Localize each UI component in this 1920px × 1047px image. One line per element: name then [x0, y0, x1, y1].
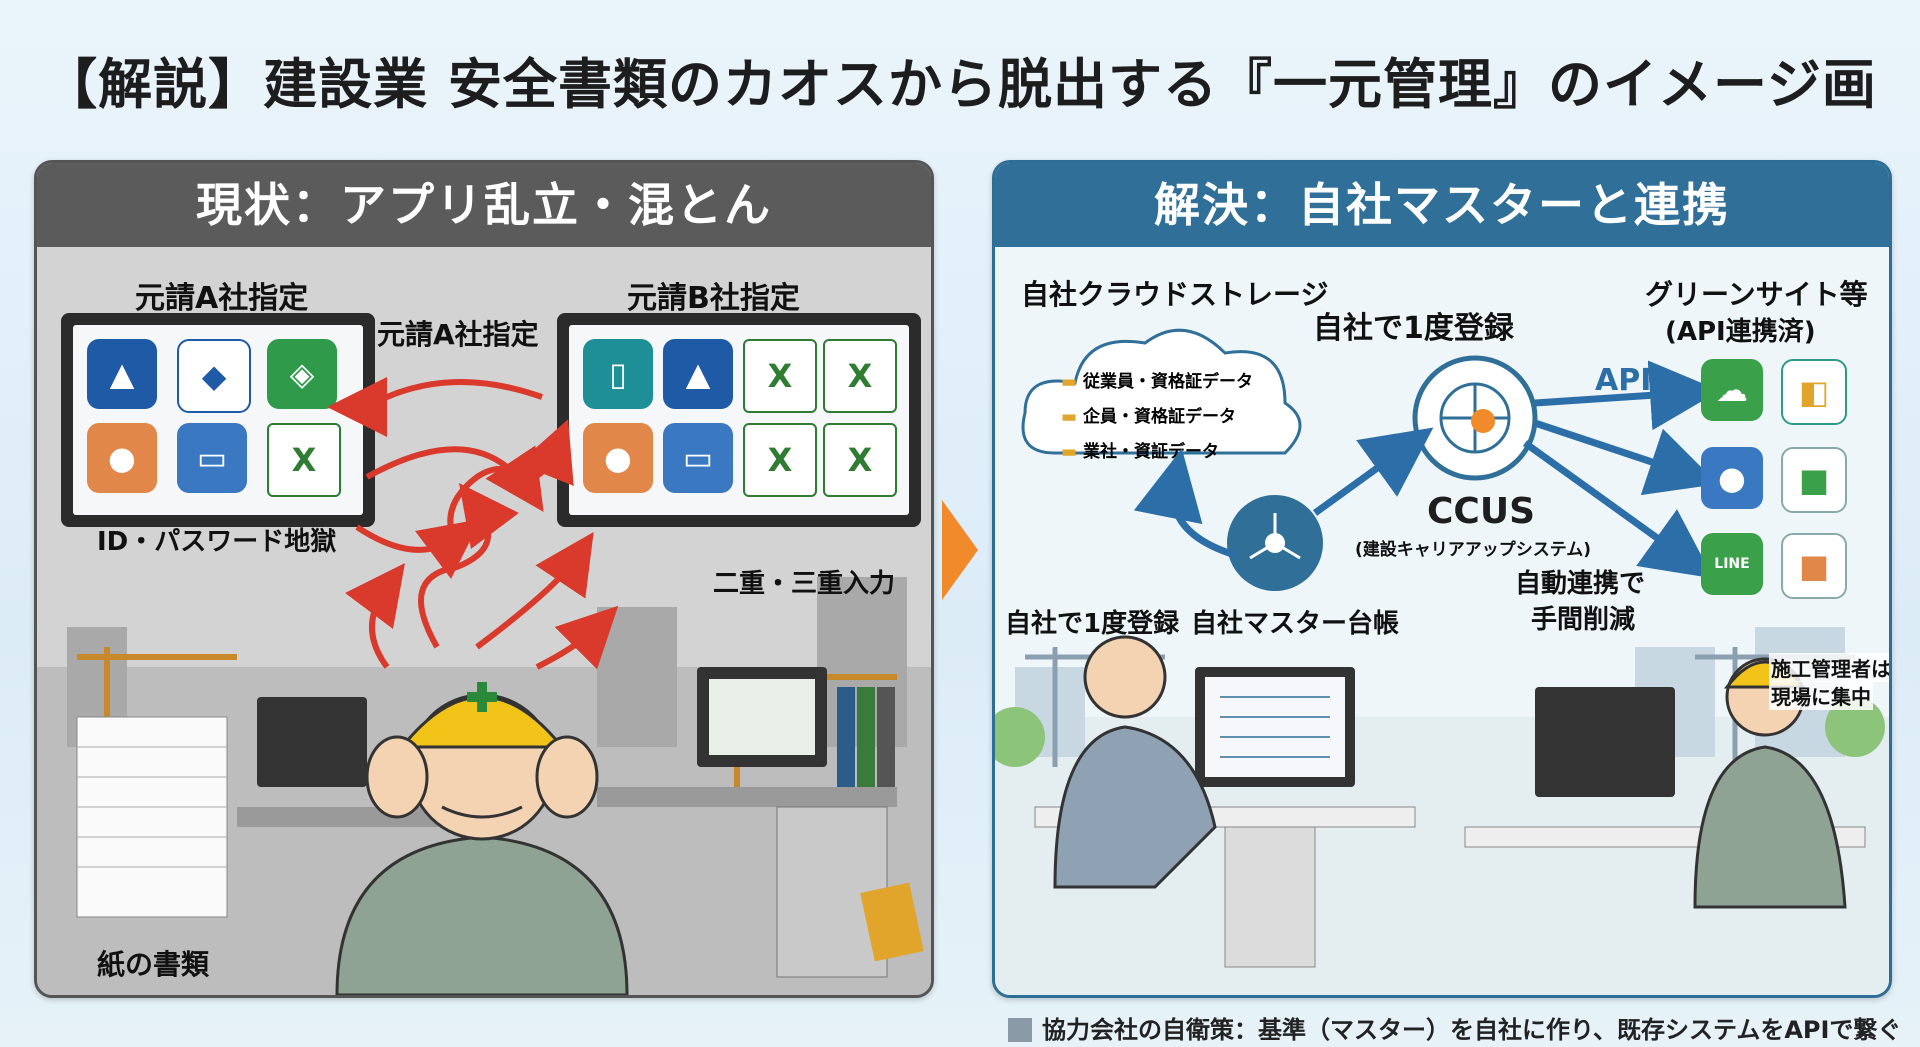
reduce-effort-label: 手間削減	[1531, 605, 1636, 635]
stressed-worker-icon	[335, 682, 629, 995]
app-a-icon-b: ▲	[663, 339, 733, 409]
monitor-a: ▲ ◆ ◈ ● ▭ X	[61, 313, 375, 527]
excel-icon-b1: X	[743, 339, 817, 413]
monitor-a-screen: ▲ ◆ ◈ ● ▭ X	[73, 325, 363, 515]
site-manager-icon	[1693, 657, 1847, 909]
app-person-icon-b: ●	[583, 423, 653, 493]
footer-square-icon	[1008, 1018, 1032, 1042]
manager-label: 施工管理者は	[1769, 653, 1889, 682]
solution-header: 解決：自社マスターと連携	[995, 163, 1889, 247]
solution-panel: 解決：自社マスターと連携 自社クラウドストレージ	[992, 160, 1892, 998]
master-ledger-hub-icon	[1227, 495, 1323, 591]
paper-docs-label: 紙の書類	[97, 948, 210, 981]
office-worker-icon	[1053, 635, 1217, 889]
app-person-icon: ●	[87, 423, 157, 493]
excel-icon-b3: X	[743, 423, 817, 497]
app-login-icon-b: ▭	[663, 423, 733, 493]
register-once-top-label: 自社で1度登録	[1313, 311, 1514, 346]
arrow-a-label: 元請A社指定	[377, 318, 539, 351]
monitor-b-screen: ▯ ▲ X X ● ▭ X X	[569, 325, 909, 515]
left-background-scene	[37, 577, 931, 995]
app-login-icon: ▭	[177, 423, 247, 493]
page-title: 【解説】建設業 安全書類のカオスから脱出する『一元管理』のイメージ画	[43, 53, 1877, 116]
id-password-hell-label: ID・パスワード地獄	[97, 527, 337, 557]
app-book-icon: ◈	[267, 339, 337, 409]
app-frame-icon: ◆	[177, 339, 251, 413]
cloud-icon	[1021, 328, 1302, 455]
user-app-icon: ●	[1701, 447, 1763, 509]
excel-icon-b2: X	[823, 339, 897, 413]
folder-icon: ▬	[1061, 442, 1078, 462]
master-ledger-label: 自社マスター台帳	[1191, 609, 1400, 639]
chevron-right-icon	[942, 500, 978, 600]
ccus-sub-label: (建設キャリアアップシステム)	[1355, 540, 1592, 560]
folder-icon: ▬	[1061, 372, 1078, 392]
register-once-bottom-label: 自社で1度登録	[1005, 609, 1180, 639]
auto-link-label: 自動連携で	[1515, 569, 1646, 599]
app-door-icon: ▯	[583, 339, 653, 409]
api-label: API	[1595, 363, 1652, 398]
monitor-b-label: 元請B社指定	[627, 281, 800, 316]
cube2-app-icon: ■	[1781, 533, 1847, 599]
folder-item-1: ▬ 従業員・資格証データ	[1061, 372, 1253, 392]
monitor-b: ▯ ▲ X X ● ▭ X X	[557, 313, 921, 527]
greensite-label: グリーンサイト等	[1645, 278, 1868, 311]
cube-app-icon: ■	[1781, 447, 1847, 513]
api-linked-label: (API連携済)	[1665, 317, 1816, 347]
current-state-header: 現状：アプリ乱立・混とん	[37, 163, 931, 247]
ccus-label: CCUS	[1427, 491, 1535, 532]
flow-diagram	[1133, 355, 1720, 591]
app-a-icon: ▲	[87, 339, 157, 409]
right-background-scene	[995, 627, 1889, 995]
double-input-label: 二重・三重入力	[713, 569, 896, 599]
folder-icon: ▬	[1061, 407, 1078, 427]
excel-icon-b4: X	[823, 423, 897, 497]
footer-note: 協力会社の自衛策：基準（マスター）を自社に作り、既存システムをAPIで繋ぐ	[1008, 1010, 1901, 1045]
line-app-icon: LINE	[1701, 533, 1763, 595]
box-app-icon: ◧	[1781, 359, 1847, 425]
current-state-panel: 現状：アプリ乱立・混とん	[34, 160, 934, 998]
chaos-arrows	[327, 376, 619, 670]
folder-item-2: ▬ 企員・資格証データ	[1061, 407, 1236, 427]
paper-stack-icon	[76, 716, 228, 918]
ccus-globe-icon	[1412, 355, 1538, 481]
monitor-a-label: 元請A社指定	[135, 281, 309, 316]
cloud-storage-label: 自社クラウドストレージ	[1021, 278, 1329, 311]
footer-text: 協力会社の自衛策：基準（マスター）を自社に作り、既存システムをAPIで繋ぐ	[1042, 1016, 1902, 1044]
cloud-app-icon: ☁	[1701, 359, 1763, 421]
onsite-label: 現場に集中	[1769, 681, 1873, 710]
